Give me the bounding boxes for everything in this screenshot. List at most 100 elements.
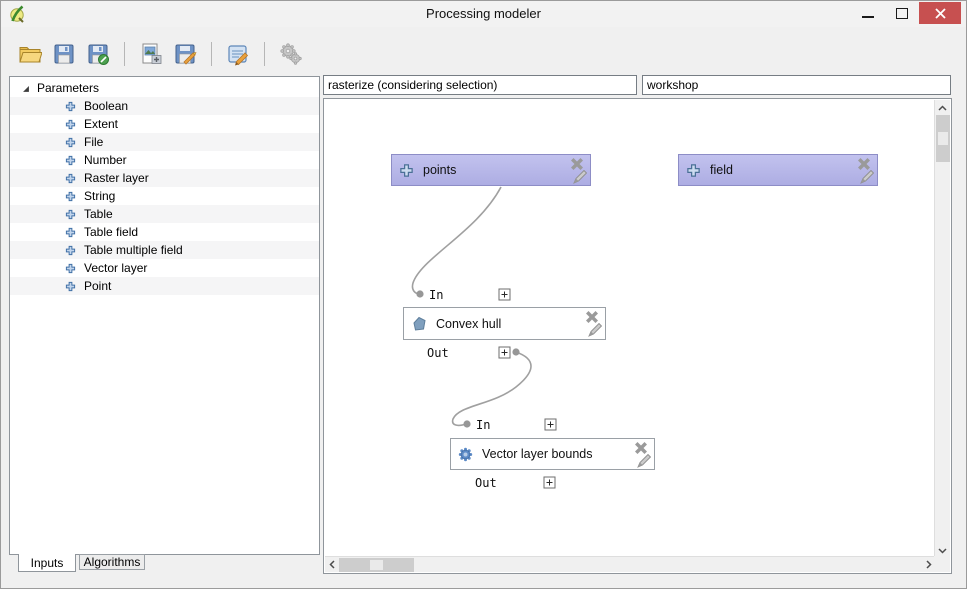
minimize-icon <box>862 16 874 18</box>
model-name-input[interactable] <box>323 75 637 95</box>
close-button[interactable] <box>919 2 961 24</box>
connection-points-to-convexhull <box>411 186 502 295</box>
in-port-label: In <box>476 418 490 432</box>
node-label: Vector layer bounds <box>482 447 593 461</box>
model-canvas[interactable]: In Out In Out <box>323 98 952 574</box>
delete-node-icon[interactable] <box>857 157 871 174</box>
input-node-points[interactable]: points <box>391 154 591 186</box>
delete-node-icon[interactable] <box>634 441 648 458</box>
export-python-icon <box>175 44 197 65</box>
add-parameter-icon <box>65 227 76 238</box>
tree-item-table-multiple-field[interactable]: Table multiple field <box>10 241 319 259</box>
connection-convexhull-to-vlb <box>451 351 532 427</box>
model-group-input[interactable] <box>642 75 951 95</box>
chevron-right-icon <box>926 560 932 569</box>
tree-item-point[interactable]: Point <box>10 277 319 295</box>
scroll-thumb-grip <box>938 132 948 145</box>
add-parameter-icon <box>65 191 76 202</box>
tree-root-label: Parameters <box>37 81 100 95</box>
tree-item-extent[interactable]: Extent <box>10 115 319 133</box>
export-image-icon <box>142 43 162 64</box>
save-model-as-button[interactable] <box>85 40 111 68</box>
scroll-left-button[interactable] <box>325 557 339 572</box>
export-as-image-button[interactable] <box>138 40 164 68</box>
export-as-python-button[interactable] <box>172 40 198 68</box>
edit-model-help-button[interactable] <box>225 40 251 68</box>
expand-inputs-icon[interactable] <box>498 288 511 301</box>
run-gears-icon <box>280 43 302 65</box>
convex-hull-icon <box>411 316 427 332</box>
algorithm-node-vector-layer-bounds[interactable]: Vector layer bounds <box>450 438 655 470</box>
delete-node-icon[interactable] <box>570 157 584 174</box>
vertical-scrollbar[interactable] <box>934 100 950 558</box>
tab-algorithms[interactable]: Algorithms <box>79 554 145 570</box>
horizontal-scrollbar[interactable] <box>325 556 936 572</box>
tree-item-boolean[interactable]: Boolean <box>10 97 319 115</box>
scrollbar-corner <box>934 556 950 572</box>
minimize-button[interactable] <box>851 2 885 24</box>
edit-node-icon[interactable] <box>573 169 588 187</box>
window-title: Processing modeler <box>426 6 541 21</box>
add-parameter-icon <box>399 163 414 178</box>
save-as-icon <box>88 44 109 65</box>
tree-item-vector-layer[interactable]: Vector layer <box>10 259 319 277</box>
scroll-up-button[interactable] <box>935 100 950 115</box>
in-port-dot[interactable] <box>463 420 471 428</box>
titlebar[interactable]: Processing modeler <box>1 1 966 27</box>
add-parameter-icon <box>65 155 76 166</box>
tree-item-table[interactable]: Table <box>10 205 319 223</box>
add-parameter-icon <box>65 101 76 112</box>
tree-item-table-field[interactable]: Table field <box>10 223 319 241</box>
expand-outputs-icon[interactable] <box>543 476 556 489</box>
in-port-dot[interactable] <box>416 290 424 298</box>
vector-layer-bounds-icon <box>458 447 473 462</box>
scroll-right-button[interactable] <box>922 557 936 572</box>
algorithm-node-convex-hull[interactable]: Convex hull <box>403 307 606 340</box>
toolbar-separator <box>124 42 125 66</box>
edit-node-icon[interactable] <box>637 453 652 471</box>
open-folder-icon <box>19 47 42 63</box>
edit-node-icon[interactable] <box>860 169 875 187</box>
out-port-dot[interactable] <box>512 348 520 356</box>
open-model-button[interactable] <box>17 40 43 68</box>
scroll-down-button[interactable] <box>935 543 950 558</box>
maximize-button[interactable] <box>887 2 917 24</box>
tree-item-raster-layer[interactable]: Raster layer <box>10 169 319 187</box>
parameters-tree: Parameters Boolean Extent File Number Ra… <box>10 77 319 295</box>
expand-outputs-icon[interactable] <box>498 346 511 359</box>
node-label: field <box>710 163 733 177</box>
out-port-label: Out <box>475 476 497 490</box>
tree-root-parameters[interactable]: Parameters <box>10 79 319 97</box>
qgis-logo-icon <box>8 5 26 28</box>
save-icon <box>54 44 74 64</box>
toolbar <box>17 39 304 69</box>
tree-item-file[interactable]: File <box>10 133 319 151</box>
node-label: Convex hull <box>436 316 502 331</box>
save-model-button[interactable] <box>51 40 77 68</box>
expand-inputs-icon[interactable] <box>544 418 557 431</box>
delete-node-icon[interactable] <box>585 310 599 327</box>
inputs-panel: Parameters Boolean Extent File Number Ra… <box>9 76 320 555</box>
connections-overlay: In Out In Out <box>411 186 557 490</box>
add-parameter-icon <box>65 263 76 274</box>
tree-item-number[interactable]: Number <box>10 151 319 169</box>
scroll-thumb-grip <box>370 560 383 570</box>
close-icon <box>934 7 946 19</box>
vertical-scroll-thumb[interactable] <box>936 115 950 162</box>
tab-inputs[interactable]: Inputs <box>18 554 76 572</box>
edit-node-icon[interactable] <box>588 322 603 340</box>
add-parameter-icon <box>65 119 76 130</box>
add-parameter-icon <box>65 137 76 148</box>
horizontal-scroll-thumb[interactable] <box>339 558 414 572</box>
add-parameter-icon <box>686 163 701 178</box>
tree-item-string[interactable]: String <box>10 187 319 205</box>
input-node-field[interactable]: field <box>678 154 878 186</box>
out-port-label: Out <box>427 346 449 360</box>
toolbar-separator <box>264 42 265 66</box>
chevron-down-icon <box>938 547 947 554</box>
add-parameter-icon <box>65 209 76 220</box>
run-model-button[interactable] <box>278 40 304 68</box>
expand-collapse-icon[interactable] <box>21 83 33 94</box>
add-parameter-icon <box>65 245 76 256</box>
